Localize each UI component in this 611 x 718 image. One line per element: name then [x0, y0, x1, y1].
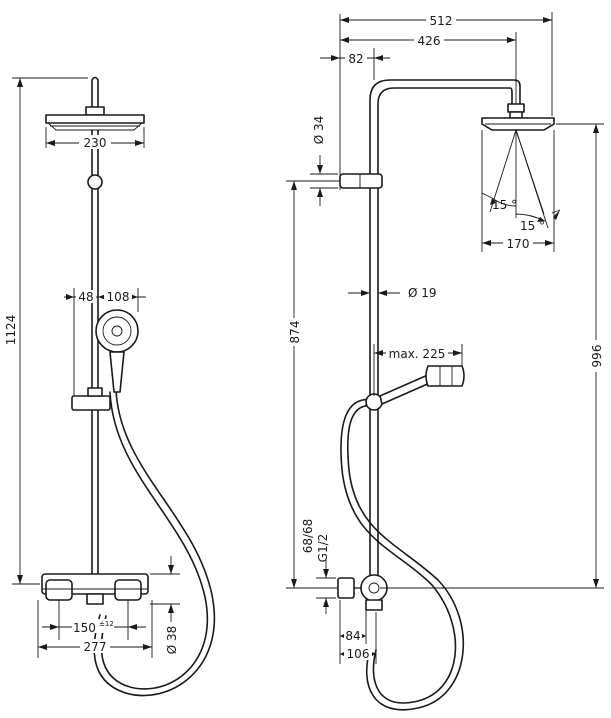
label-512: 512 — [430, 14, 453, 28]
riser-arm-side — [369, 79, 555, 581]
spray-angle-lines: 15 ° 15 ° — [481, 129, 561, 233]
hose-front — [93, 389, 215, 697]
wall-bracket-side — [339, 173, 383, 189]
label-874: 874 — [288, 321, 302, 344]
label-angle-right: 15 ° — [520, 219, 545, 233]
hand-shower-side — [365, 365, 465, 411]
dim-side-996: 996 — [380, 123, 604, 589]
dim-side-d19: Ø 19 — [348, 286, 437, 300]
dim-front-handshower-offset: 48 108 — [64, 288, 146, 396]
dim-side-170: 170 — [481, 130, 555, 252]
hose-side — [340, 398, 465, 711]
label-150: 150 — [73, 621, 96, 635]
label-996: 996 — [590, 345, 604, 368]
dim-front-mixer-width: 277 — [37, 600, 153, 658]
label-84: 84 — [345, 629, 360, 643]
mixer-side — [337, 574, 388, 611]
dim-front-head-width: 230 — [45, 127, 145, 150]
label-d34: Ø 34 — [312, 116, 326, 145]
label-82: 82 — [348, 52, 363, 66]
dim-side-depths: 84 106 — [339, 600, 377, 664]
dim-front-mixer-diameter: Ø 38 — [150, 556, 180, 654]
dim-front-mixer-centres: 150 ±12 — [42, 600, 146, 640]
dim-side-874: 874 — [285, 180, 340, 589]
label-angle-left: 15 ° — [492, 198, 517, 212]
label-277: 277 — [84, 640, 107, 654]
dim-side-max225: max. 225 — [373, 344, 463, 396]
label-d19: Ø 19 — [408, 286, 437, 300]
hand-shower-front — [71, 309, 139, 411]
label-106: 106 — [347, 647, 370, 661]
label-230: 230 — [84, 136, 107, 150]
label-g12: G1/2 — [316, 534, 330, 563]
label-426: 426 — [418, 34, 441, 48]
dim-side-426: 426 — [340, 32, 517, 104]
dim-side-82: 82 — [320, 48, 390, 80]
label-68-68: 68/68 — [301, 519, 315, 554]
label-170: 170 — [507, 237, 530, 251]
label-d38: Ø 38 — [165, 626, 179, 655]
overhead-shower-front — [45, 76, 145, 131]
dim-side-d34: Ø 34 — [310, 116, 338, 206]
thermostat-mixer-front — [41, 573, 149, 605]
front-view: 1124 230 48 108 — [4, 76, 215, 697]
dim-side-512: 512 — [340, 12, 553, 116]
riser-pipe-front — [87, 129, 103, 575]
label-48: 48 — [78, 290, 93, 304]
dim-front-total-height: 1124 — [4, 77, 88, 585]
label-max225: max. 225 — [389, 347, 446, 361]
side-view: 15 ° 15 ° — [285, 12, 604, 711]
label-150-tol: ±12 — [99, 620, 114, 628]
dim-side-inlet: 68/68 G1/2 — [301, 519, 336, 614]
label-108: 108 — [107, 290, 130, 304]
label-1124: 1124 — [4, 315, 18, 346]
